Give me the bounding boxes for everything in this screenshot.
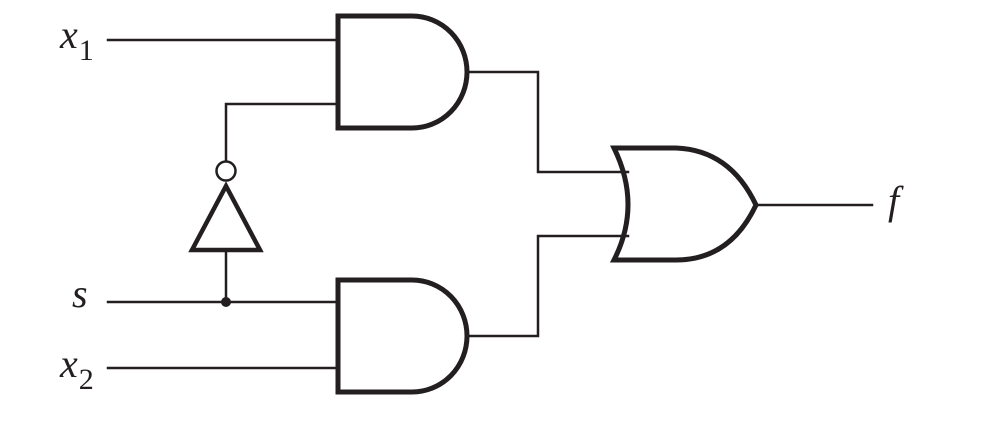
inverter-triangle [188,181,264,253]
and-gate-bottom [335,277,470,395]
label-s: s [72,271,88,316]
label-x2: x2 [59,341,94,396]
or-gate [609,145,759,263]
label-x2-subscript: 2 [79,363,94,396]
wire-not-s-to-and-top [224,102,338,163]
wire-and-bottom-to-or [465,234,630,338]
and-gate-top [335,13,470,131]
inverter-bubble [215,160,237,182]
label-x1: x1 [59,12,94,67]
wire-and-top-to-or [465,70,630,174]
label-f: f [888,178,904,223]
label-x1-subscript: 1 [79,34,94,67]
